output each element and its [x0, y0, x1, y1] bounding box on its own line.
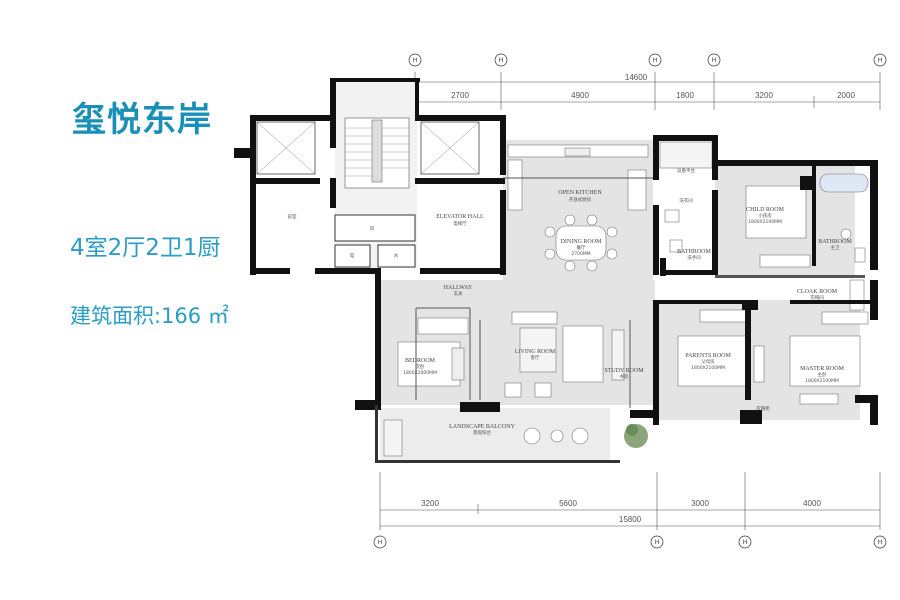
- bedroom-label: BEDROOM: [405, 358, 436, 364]
- parents-room-size: 1800X2100MM: [691, 365, 725, 371]
- equipment-platform-label: 设备平台: [677, 167, 695, 174]
- bedroom-cn: 次卧: [416, 363, 425, 370]
- axis-top-5: H: [878, 58, 882, 64]
- axis-top-4: H: [712, 58, 716, 64]
- bottom-dim-1: 3200: [421, 499, 439, 508]
- bathroom-2-label: BATHROOM: [818, 239, 852, 245]
- study-room-label: STUDY ROOM: [604, 368, 644, 374]
- elevator-core: [256, 117, 480, 268]
- walls: [234, 78, 878, 463]
- floor-areas: [335, 78, 860, 463]
- balcony-cn: 景观阳台: [473, 429, 491, 436]
- child-room-label: CHILD ROOM: [746, 207, 784, 213]
- shaft-shui-label: 水: [394, 252, 399, 259]
- top-dimensions: [414, 72, 881, 110]
- axis-bottom-4: H: [878, 540, 882, 546]
- hallway-cn: 玄关: [454, 290, 463, 297]
- elevator-hall-cn: 电梯厅: [453, 220, 467, 227]
- shaft-feng-label: 风: [370, 226, 375, 232]
- area-summary: 建筑面积:166 ㎡: [70, 304, 229, 328]
- bottom-dimensions: [379, 472, 881, 530]
- study-room-cn: 书房: [620, 373, 629, 380]
- hallway-label: HALLWAY: [444, 285, 473, 291]
- project-title: 玺悦东岸: [72, 100, 212, 140]
- axis-bottom-3: H: [743, 540, 747, 546]
- living-room-label: LIVING ROOM: [515, 349, 556, 355]
- open-kitchen-cn: 开放式厨房: [569, 196, 592, 203]
- top-axis-markers: [408, 53, 887, 67]
- laundry-label: 洗衣间: [679, 197, 693, 204]
- balcony-label: LANDSCAPE BALCONY: [449, 424, 516, 430]
- bathroom-1-label: BATHROOM: [677, 249, 711, 255]
- axis-top-1: H: [413, 58, 417, 64]
- open-kitchen-label: OPEN KITCHEN: [558, 190, 602, 196]
- child-room-cn: 小孩房: [758, 212, 772, 219]
- bathroom-1-cn: 洗手间: [687, 254, 701, 261]
- bottom-dim-2: 5600: [559, 499, 577, 508]
- axis-top-2: H: [499, 58, 503, 64]
- top-dim-1: 2700: [451, 91, 469, 100]
- wardrobe-label: 衣帽柜: [756, 405, 770, 412]
- dining-room-label: DINING ROOM: [561, 239, 602, 245]
- master-room-label: MASTER ROOM: [800, 366, 845, 372]
- parents-room-label: PARENTS ROOM: [685, 353, 731, 359]
- axis-bottom-2: H: [655, 540, 659, 546]
- top-dim-4: 3200: [755, 91, 773, 100]
- top-dim-2: 4900: [571, 91, 589, 100]
- bottom-total-dim: 15800: [619, 515, 642, 524]
- top-dim-5: 2000: [837, 91, 855, 100]
- elevator-left-label: 前室: [288, 213, 297, 220]
- dining-room-size: 2700MM: [571, 251, 590, 257]
- master-room-size: 1800X2100MM: [805, 378, 839, 384]
- cloak-room-cn: 衣帽间: [810, 294, 824, 301]
- layout-summary: 4室2厅2卫1厨: [70, 235, 221, 261]
- bedroom-size: 1800X2000MM: [403, 370, 437, 376]
- axis-bottom-1: H: [378, 540, 382, 546]
- top-dim-3: 1800: [676, 91, 694, 100]
- bathroom-2-cn: 主卫: [831, 244, 840, 251]
- living-room-cn: 客厅: [531, 354, 540, 361]
- axis-top-3: H: [653, 58, 657, 64]
- furniture: [383, 141, 869, 457]
- bottom-dim-4: 4000: [803, 499, 821, 508]
- elevator-hall-label: ELEVATOR HALL: [436, 214, 484, 220]
- child-room-size: 1800X2100MM: [748, 219, 782, 225]
- thin-walls: [415, 177, 653, 408]
- dining-room-cn: 餐厅: [577, 244, 586, 251]
- bottom-axis-markers: [373, 535, 887, 549]
- parents-room-cn: 父母房: [701, 358, 715, 365]
- top-total-dim: 14600: [625, 73, 648, 82]
- master-room-cn: 主卧: [818, 371, 827, 378]
- plant-decor: [624, 424, 648, 448]
- bottom-dim-3: 3000: [691, 499, 709, 508]
- cloak-room-label: CLOAK ROOM: [797, 289, 838, 295]
- shaft-dian-label: 电: [350, 252, 355, 259]
